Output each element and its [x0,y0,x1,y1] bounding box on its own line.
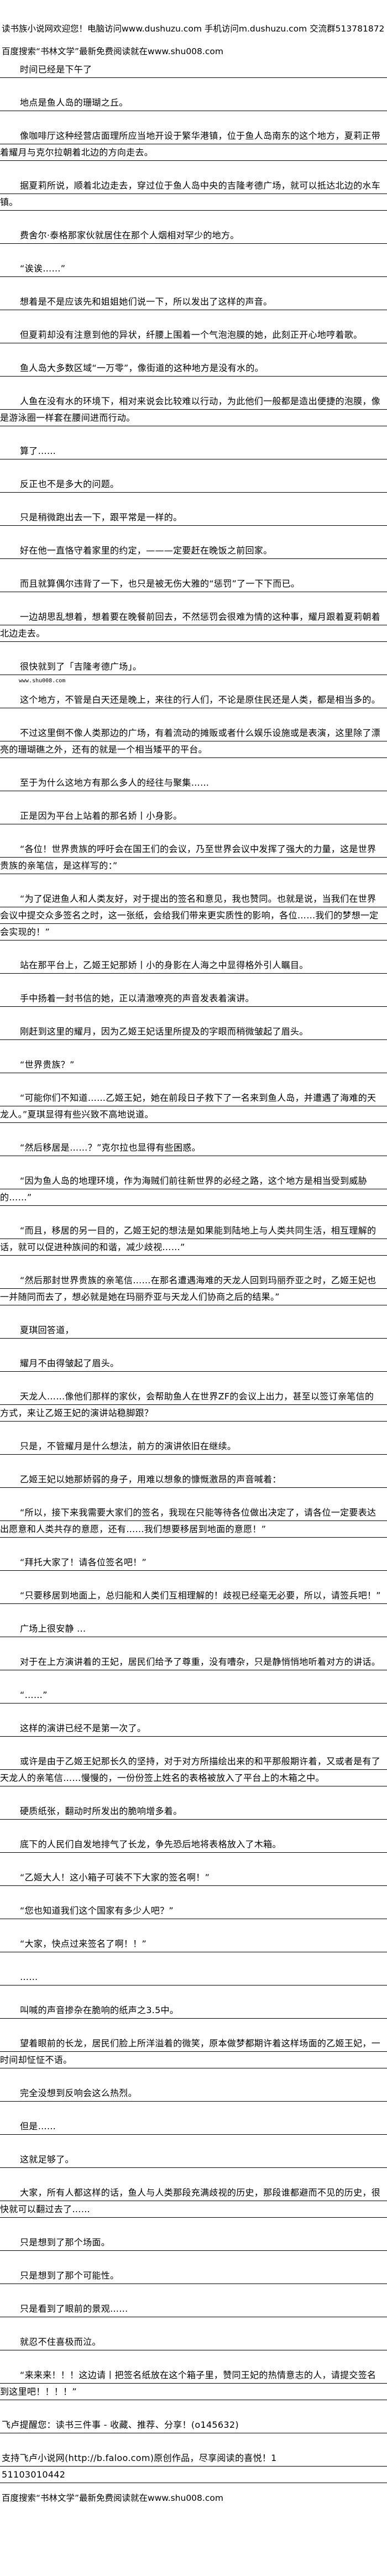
paragraph: 时间已经是下午了 [0,61,387,78]
paragraph: 好在他一直恪守着家里的约定，———定要赶在晚饭之前回家。 [0,542,387,559]
paragraph: 乙姬王妃以她那娇弱的身子，用难以想象的慷慨激昂的声音喊着： [0,1471,387,1488]
paragraph: 至于为什么这地方有那么多人的经往与聚集…… [0,775,387,791]
novel-page: 读书族小说网欢迎您！电脑访问www.dushuzu.com 手机访问m.dush… [0,0,387,2506]
paragraph: 很快就到了「吉隆考德广场」。 [0,659,387,675]
faloo-reminder: 飞卢提醒您：读书三件事 - 收藏、推荐、分享！(o145632) [0,2417,387,2433]
paragraph: 站在那平台上，乙姬王妃那娇丨小的身影在人海之中显得格外引人瞩目。 [0,957,387,974]
paragraph: “您也知道我们这个国家有多少人吧？” [0,1903,387,1919]
paragraph: 天龙人……像他们那样的家伙，会帮助鱼人在世界ZF的会议上出力，甚至以签订亲笔信的… [0,1388,387,1422]
paragraph: 只是想到了那个场面。 [0,2234,387,2251]
paragraph: “拜托大家了！请各位签名吧！” [0,1554,387,1571]
search-ad-banner: 百度搜索“书林文学”最新免费阅读就在www.shu008.com [2,46,223,56]
site-welcome-banner: 读书族小说网欢迎您！电脑访问www.dushuzu.com 手机访问m.dush… [2,24,385,34]
paragraph: 硬质纸张，翻动时所发出的脆响增多着。 [0,1803,387,1820]
chapter-text-part1: 时间已经是下午了地点是鱼人岛的珊瑚之丘。像咖啡厅这种经营店面理所应当地开设于繁华… [0,61,387,675]
faloo-code: 51103010442 [0,2467,387,2483]
chapter-content: 时间已经是下午了地点是鱼人岛的珊瑚之丘。像咖啡厅这种经营店面理所应当地开设于繁华… [0,61,387,2506]
paragraph: “来来来！！！这边请丨把签名纸放在这个箱子里，赞同王妃的热情意志的人，请提交签名… [0,2367,387,2400]
paragraph: “为了促进鱼人和人类友好，对于提出的签名和意见，我也赞同。也就是说，当我们在世界… [0,891,387,940]
paragraph: 广场上很安静 ... [0,1621,387,1637]
paragraph: 对于在上方演讲着的王妃，居民们给予了尊重，没有嘈杂，只是静悄悄地听着对方的讲话。 [0,1654,387,1670]
paragraph: 而且就算偶尔违背了一下，也只是被无伤大雅的“惩罚”了一下下而已。 [0,576,387,592]
paragraph: “而且，移居的另一目的，乙姬王妃的想法是如果能到陆地上与人类共同生活，相互理解的… [0,1222,387,1256]
paragraph: 望着眼前的长龙，居民们脸上所洋溢着的微笑，原本做梦都期许着这样场面的乙姬王妃，一… [0,2035,387,2068]
paragraph: 只是稍微跑出去一下，跟平常是一样的。 [0,509,387,526]
paragraph: “因为鱼人岛的地理环境，作为海贼们前往新世界的必经之路，这个地方是相当受到威胁的… [0,1173,387,1206]
paragraph: “世界贵族？” [0,1057,387,1073]
paragraph: …… [0,1969,387,1985]
paragraph: “可能你们不知道……乙姬王妃，她在前段日子救下了一名来到鱼人岛，并遭遇了海难的天… [0,1090,387,1123]
faloo-support-link[interactable]: 支持飞卢小说网(http://b.faloo.com)原创作品，尽享阅读的喜悦！… [0,2450,387,2467]
paragraph: “……” [0,1687,387,1704]
paragraph: 人鱼在没有水的环境下，相对来说会比较难以行动，为此他们一般都是造出便捷的泡膜，像… [0,393,387,426]
paragraph: 据夏莉所说，顺着北边走去，穿过位于鱼人岛中央的吉隆考德广场，就可以抵达北边的水车… [0,177,387,211]
chapter-text-part2: 这个地方，不管是白天还是晚上，来往的行人们，不论是原住民还是人类，都是相当多的。… [0,692,387,2400]
paragraph: 不过这里倒不像人类那边的广场，有着流动的摊贩或者什么娱乐设施或是表演，这里除了漂… [0,725,387,758]
paragraph: 反正也不是多大的问题。 [0,476,387,493]
paragraph: 地点是鱼人岛的珊瑚之丘。 [0,95,387,111]
paragraph: “然后那封世界贵族的亲笔信……在那名遭遇海难的天龙人回到玛丽乔亚之时，乙姬王妃也… [0,1272,387,1305]
paragraph: 费舍尔·泰格那家伙就居住在那个人烟相对罕少的地方。 [0,227,387,244]
paragraph: 这样的演讲已经不是第一次了。 [0,1720,387,1737]
paragraph: “诶诶……” [0,260,387,277]
paragraph: “大家，快点过来签名了啊！！” [0,1936,387,1952]
paragraph: 这就足够了。 [0,2151,387,2168]
watermark: www.shu008.com [19,678,66,684]
paragraph: 耀月不由得皱起了眉头。 [0,1355,387,1372]
footer-search-ad: 百度搜索“书林文学”最新免费阅读就在www.shu008.com [2,2493,223,2503]
paragraph: “只要移居到地面上，总归能和人类们互相理解的！歧视已经毫无必要，所以，请签兵吧！… [0,1587,387,1604]
paragraph: 只是想到了那个可能性。 [0,2267,387,2284]
paragraph: 像咖啡厅这种经营店面理所应当地开设于繁华港镇，位于鱼人岛南东的这个地方，夏莉正带… [0,128,387,161]
paragraph: 只是看到了眼前的景观…… [0,2301,387,2317]
page-header: 读书族小说网欢迎您！电脑访问www.dushuzu.com 手机访问m.dush… [0,0,387,60]
paragraph: 或许是由于乙姬王妃那长久的坚持，对于对方所描绘出来的和平那般期许着，又或者是有了… [0,1753,387,1786]
paragraph: 这个地方，不管是白天还是晚上，来往的行人们，不论是原住民还是人类，都是相当多的。 [0,692,387,708]
paragraph: 算了…… [0,443,387,459]
paragraph: “各位！世界贵族的呼吁会在国王们的会议，乃至世界会议中发挥了强大的力量，这是世界… [0,841,387,874]
paragraph: 但夏莉却没有注意到他的异状，纤腰上围着一个气泡泡膜的她，此刻正开心地哼着歌。 [0,327,387,343]
paragraph: 就忍不住喜极而泣。 [0,2334,387,2350]
paragraph: 只是，不管耀月是什么想法，前方的演讲依旧在继续。 [0,1438,387,1455]
paragraph: 想着是不是应该先和姐姐她们说一下，所以发出了这样的声音。 [0,294,387,310]
paragraph: “所以，接下来我需要大家们的签名，我现在只能等待各位做出决定了，请各位一定要表达… [0,1504,387,1538]
paragraph: 夏琪回答道， [0,1322,387,1339]
paragraph: 正是因为平台上站着的那名娇丨小身影。 [0,808,387,824]
paragraph: 叫喊的声音掺杂在脆响的纸声之3.5中。 [0,2002,387,2019]
paragraph: 大家，所有人都这样的话，鱼人与人类那段充满歧视的历史，那段谁都避而不见的历史，很… [0,2185,387,2218]
paragraph: 一边胡思乱想着，想着要在晚餐前回去，不然惩罚会很难为情的这种事，耀月跟着夏莉朝着… [0,609,387,642]
paragraph: 完全没想到反响会这么热烈。 [0,2085,387,2102]
paragraph: 底下的人民们自发地排气了长龙，争先恐后地将表格放入了木箱。 [0,1836,387,1853]
paragraph: 但是…… [0,2118,387,2135]
paragraph: 手中扬着一封书信的她，正以清澈嘹亮的声音发表着演讲。 [0,990,387,1007]
paragraph: “然后移居是……？”克尔拉也显得有些困惑。 [0,1140,387,1156]
paragraph: 鱼人岛大多数区域“一万零”，像街道的这种地方是没有水的。 [0,360,387,377]
paragraph: “乙姬大人！这小箱子可装不下大家的签名啊！” [0,1869,387,1886]
paragraph: 刚赶到这里的耀月，因为乙姬王妃话里所提及的字眼而稍微皱起了眉头。 [0,1023,387,1040]
